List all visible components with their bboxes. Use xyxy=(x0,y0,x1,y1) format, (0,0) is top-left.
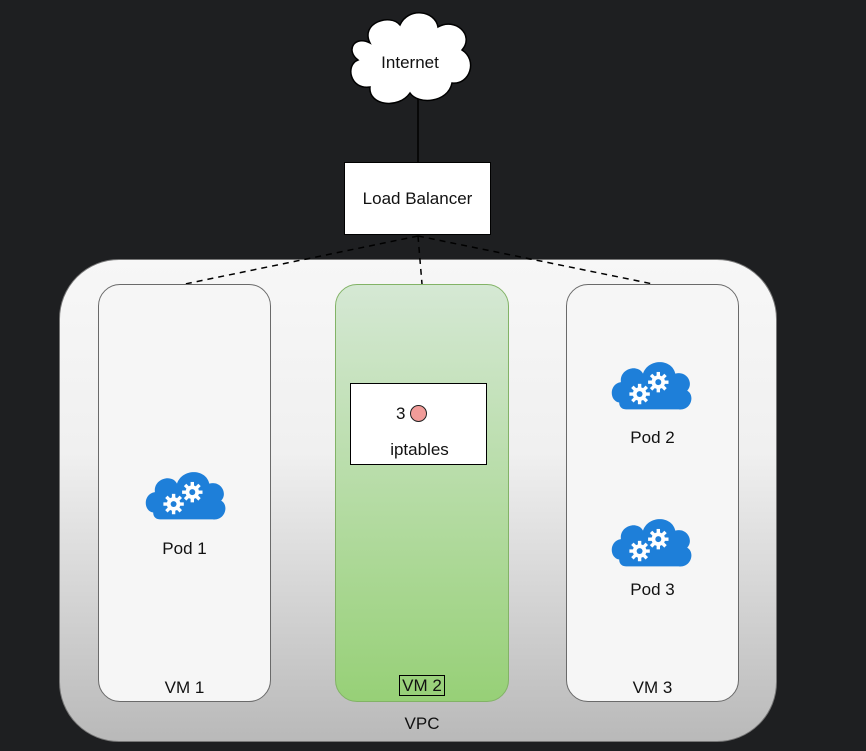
load-balancer[interactable]: Load Balancer xyxy=(344,162,491,235)
badge-number: 3 xyxy=(396,404,406,423)
vm-1[interactable] xyxy=(98,284,271,702)
pod-2-icon xyxy=(610,360,694,412)
pod-1-label: Pod 1 xyxy=(162,539,207,558)
vm-1-label: VM 1 xyxy=(164,678,205,697)
lb-vm1-connector xyxy=(184,235,419,285)
vm-2-label: VM 2 xyxy=(399,675,445,696)
internet-label: Internet xyxy=(381,53,439,72)
pod-3-label: Pod 3 xyxy=(630,580,675,599)
pod-2-label: Pod 2 xyxy=(630,428,675,447)
vm-2-label-wrap: VM 2 xyxy=(335,675,509,696)
vm-2[interactable] xyxy=(335,284,509,702)
vm-3[interactable] xyxy=(566,284,739,702)
pod-3-icon xyxy=(610,517,694,569)
iptables-label: iptables xyxy=(390,440,449,459)
lb-vm2-connector xyxy=(417,235,423,285)
pod-1-icon xyxy=(144,470,228,522)
cloud-icon xyxy=(350,12,472,105)
load-balancer-label: Load Balancer xyxy=(362,188,473,208)
vm-3-label: VM 3 xyxy=(632,678,673,697)
vpc-label: VPC xyxy=(404,714,440,733)
lb-vm3-connector xyxy=(417,235,654,285)
status-dot xyxy=(410,405,427,422)
iptables-box[interactable]: 3 iptables xyxy=(350,383,487,465)
